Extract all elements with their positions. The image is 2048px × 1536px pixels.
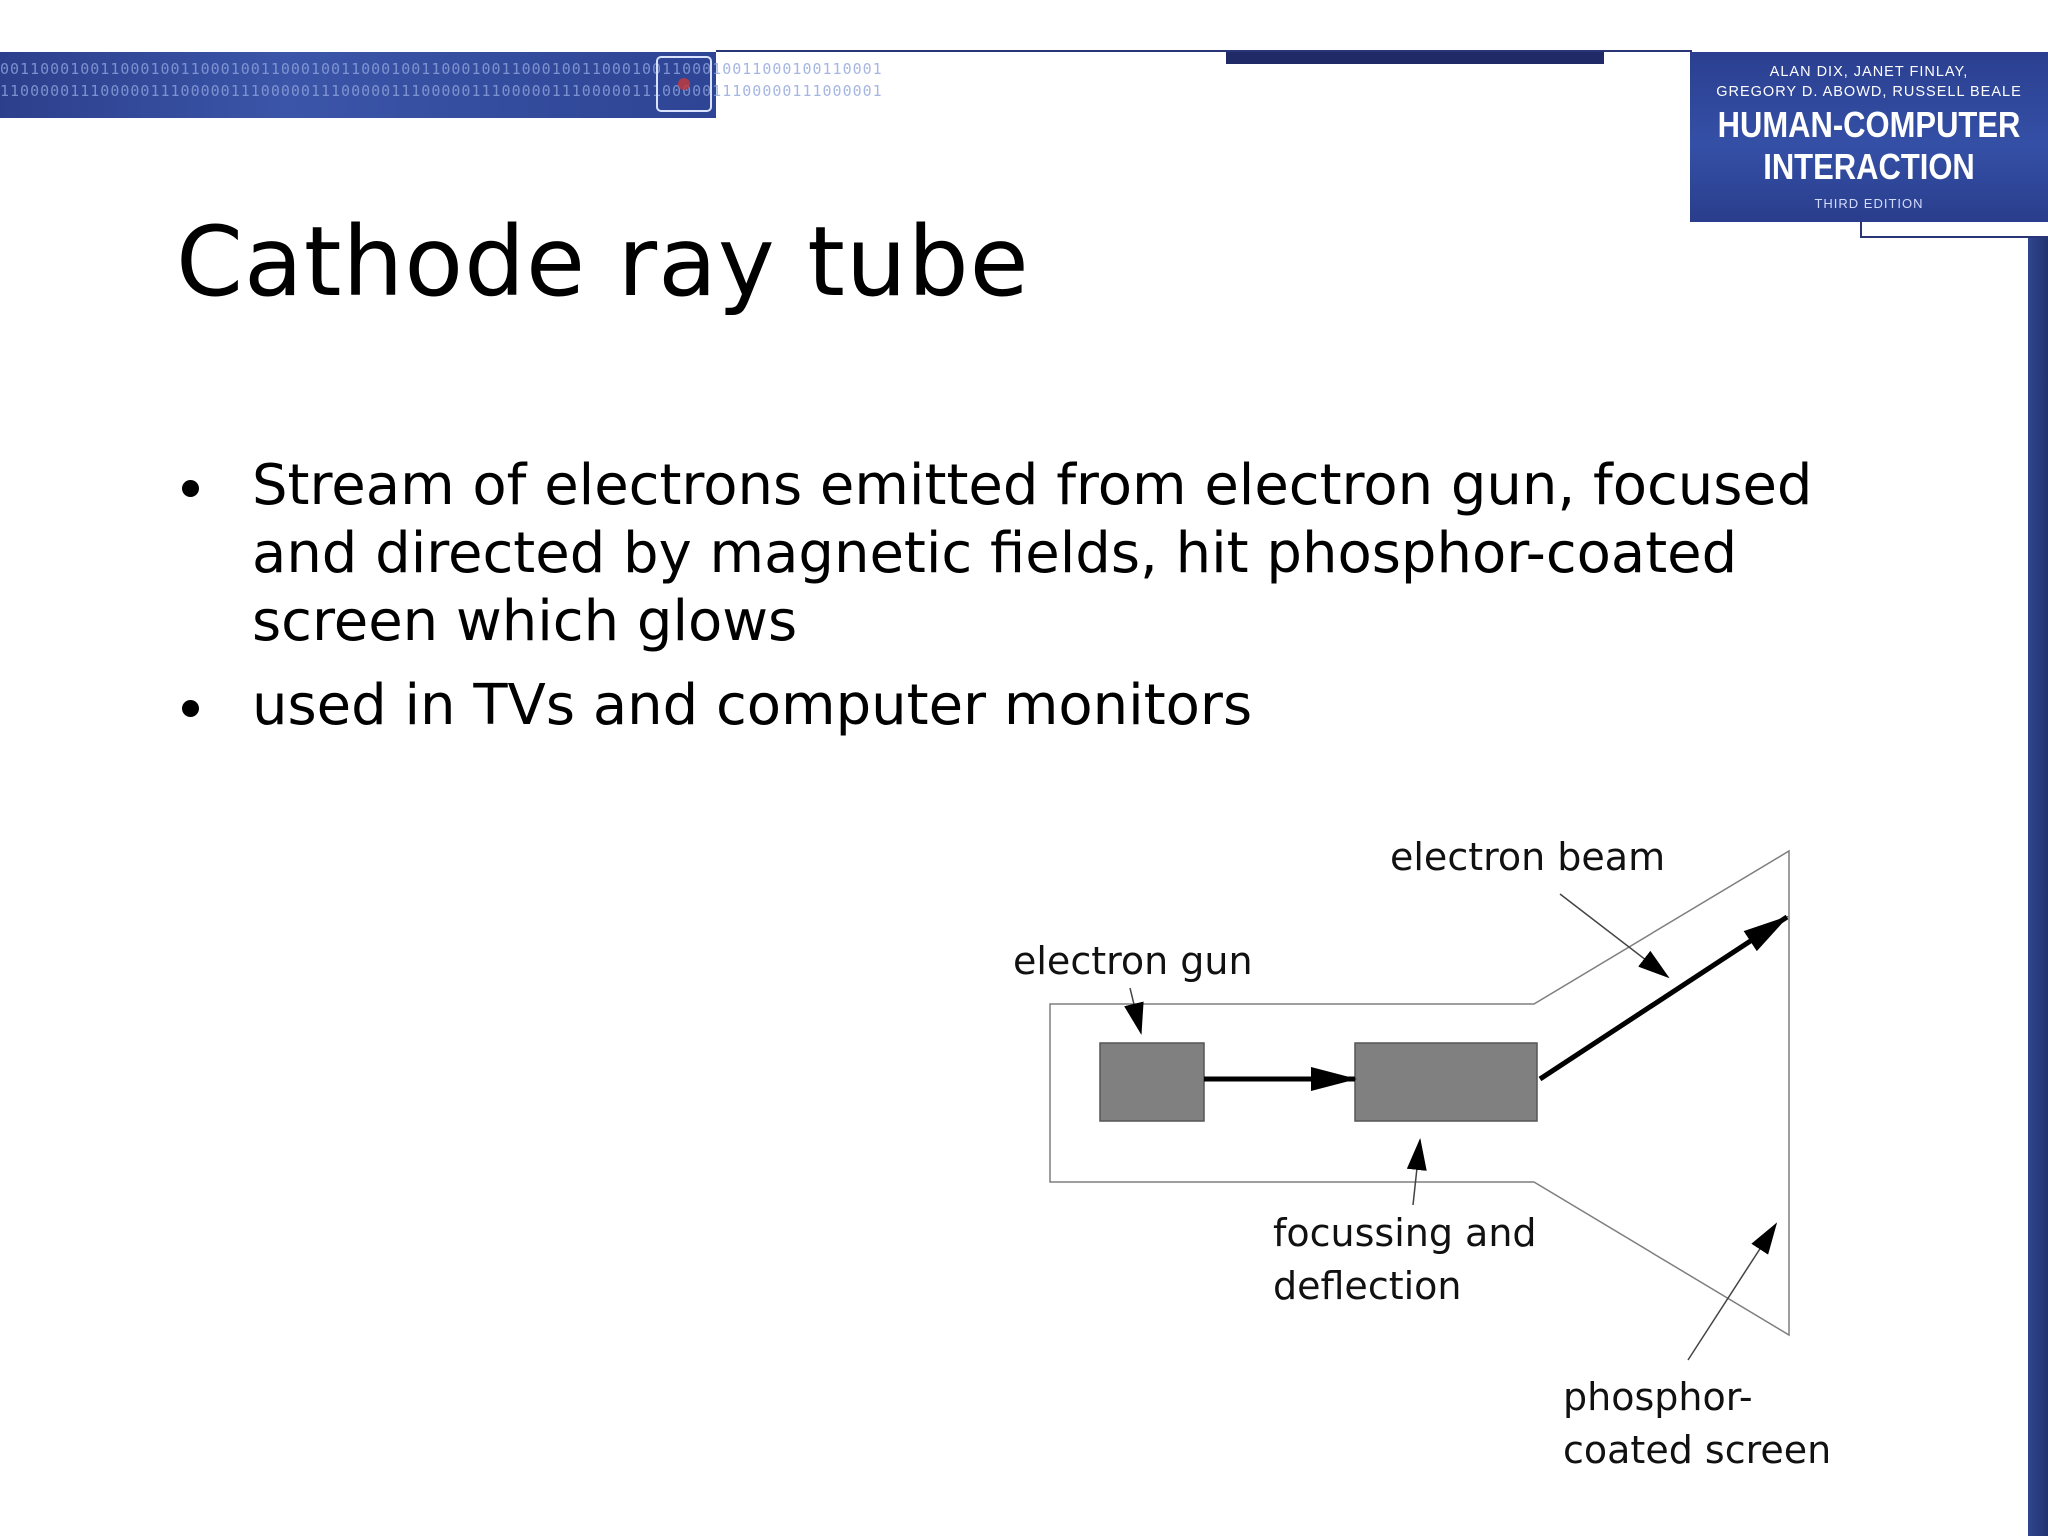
pointer-focussing (1406, 1138, 1427, 1206)
label-deflection: deflection (1273, 1264, 1462, 1308)
page-title: Cathode ray tube (176, 206, 1030, 318)
bullet-dot (182, 480, 199, 497)
bullet-list: Stream of electrons emitted from electro… (176, 452, 1876, 756)
binary-pattern: 0011000100110001001100010011000100110001… (0, 60, 883, 78)
label-electron-beam: electron beam (1390, 835, 1665, 879)
label-electron-gun: electron gun (1013, 939, 1253, 983)
book-authors: ALAN DIX, JANET FINLAY, GREGORY D. ABOWD… (1716, 64, 2022, 100)
book-cover-logo: ALAN DIX, JANET FINLAY, GREGORY D. ABOWD… (1690, 52, 2048, 222)
header-rule (716, 50, 1692, 52)
bullet-dot (182, 700, 199, 717)
target-icon (656, 56, 712, 112)
beam-arrow-screen (1538, 914, 1789, 1082)
label-focussing: focussing and (1273, 1211, 1537, 1255)
header-corner-rule (1860, 222, 2048, 238)
electron-gun-block (1099, 1042, 1205, 1122)
label-coated-screen: coated screen (1563, 1428, 1831, 1472)
bullet-item: used in TVs and computer monitors (176, 672, 1876, 740)
book-edition: THIRD EDITION (1814, 196, 1924, 211)
header-banner: 0011000100110001001100010011000100110001… (0, 52, 882, 118)
crt-tube-outline (1049, 849, 1790, 1337)
deflection-block (1354, 1042, 1538, 1122)
bullet-line: Stream of electrons emitted from electro… (252, 453, 1813, 518)
bullet-item: Stream of electrons emitted from electro… (176, 452, 1876, 656)
bullet-line: and directed by magnetic fields, hit pho… (252, 521, 1738, 586)
bullet-line: used in TVs and computer monitors (252, 673, 1253, 738)
bullet-line: screen which glows (252, 589, 798, 654)
book-title: HUMAN-COMPUTER INTERACTION (1717, 104, 2021, 187)
label-phosphor: phosphor- (1563, 1375, 1753, 1419)
binary-pattern: 1100000111000001110000011100000111000001… (0, 82, 883, 100)
pointer-electron-gun (1124, 987, 1144, 1035)
right-edge-strip (2028, 238, 2048, 1536)
pointer-electron-beam (1559, 893, 1670, 979)
header-accent-bar (1226, 52, 1604, 64)
pointer-phosphor (1687, 1222, 1778, 1361)
